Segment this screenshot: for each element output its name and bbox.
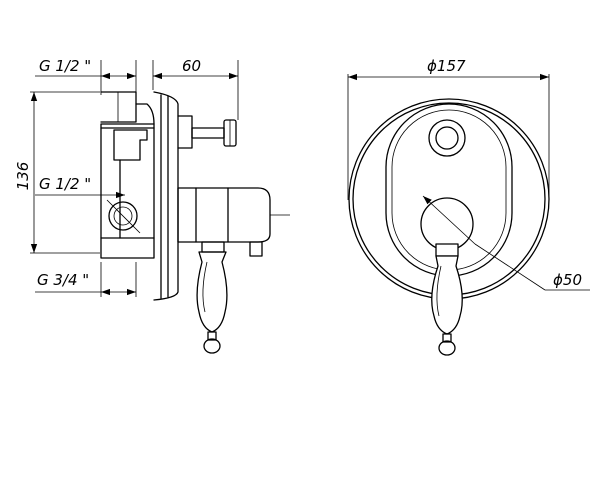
wall-plate-side xyxy=(153,91,179,301)
extension-lines xyxy=(30,60,239,297)
bottom-thread-label: G 3/4 " xyxy=(37,271,89,289)
mid-thread-label: G 1/2 " xyxy=(39,175,91,193)
knob-diameter-dim-line xyxy=(422,195,476,245)
depth-label: 60 xyxy=(182,57,201,75)
port-circle xyxy=(108,201,138,231)
mixer-body xyxy=(100,91,155,259)
top-thread-label: G 1/2 " xyxy=(39,57,91,75)
diverter-knob-front xyxy=(428,119,466,157)
knob-diameter-label: ϕ50 xyxy=(553,271,582,289)
front-dimension-lines xyxy=(347,73,590,291)
diverter-knob-side xyxy=(177,115,237,149)
mixer-spout-side xyxy=(177,187,290,257)
lever-handle-side xyxy=(196,241,228,354)
front-view: ϕ157 ϕ50 xyxy=(347,57,590,356)
main-knob-front xyxy=(420,197,474,251)
lever-handle-front xyxy=(431,243,463,356)
dimension-lines xyxy=(30,72,238,296)
plate-diameter-label: ϕ157 xyxy=(427,57,466,75)
side-view: G 1/2 " 60 136 G 1/2 " G 3/4 " xyxy=(14,57,290,354)
height-label: 136 xyxy=(14,162,32,191)
